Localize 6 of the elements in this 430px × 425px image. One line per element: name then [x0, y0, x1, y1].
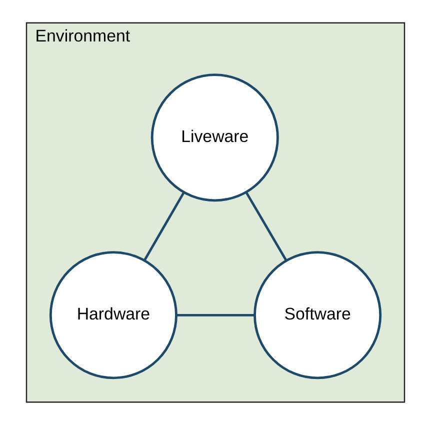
connector	[176, 314, 254, 316]
node-circle: Liveware	[150, 74, 278, 202]
node-circle: Hardware	[48, 251, 177, 380]
connector	[244, 192, 287, 262]
connector	[142, 192, 184, 262]
node-circle: Software	[253, 251, 382, 380]
